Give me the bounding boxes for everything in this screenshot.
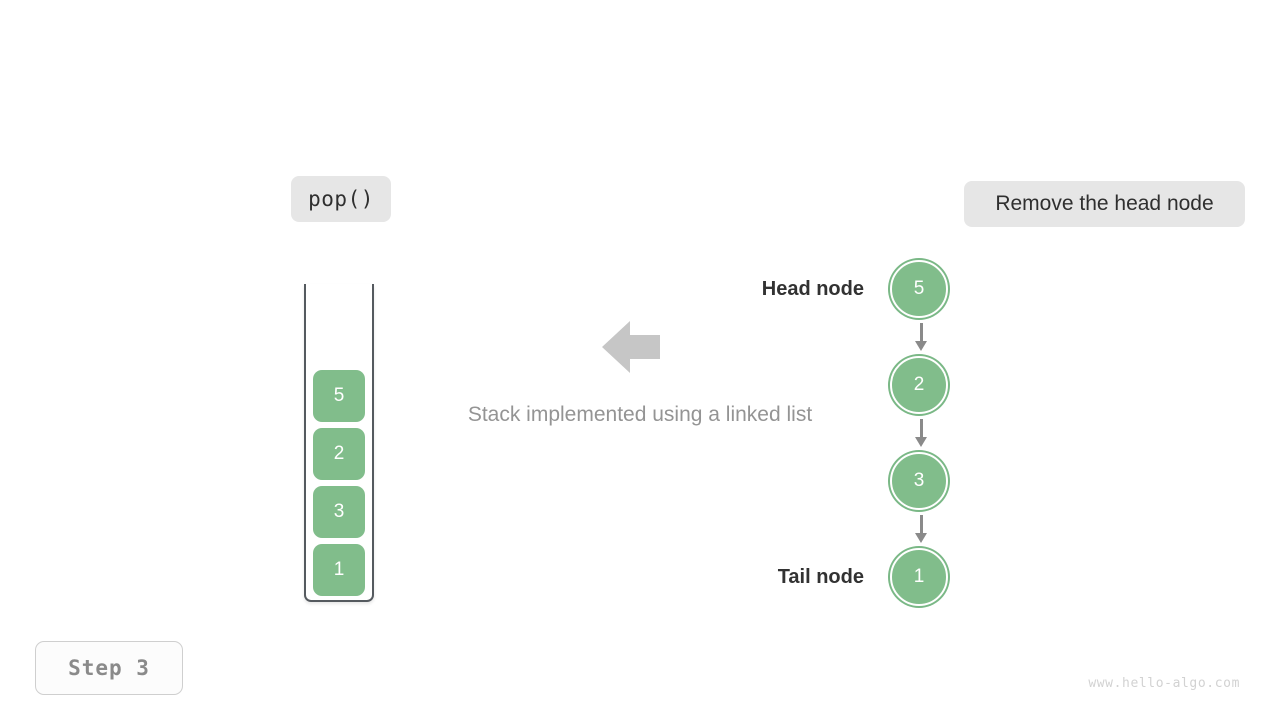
tail-node-label: Tail node [777,565,864,588]
linked-list-node: 3 [760,447,980,515]
link-arrow-icon [915,323,927,351]
linked-list-node: Tail node 1 [760,543,980,611]
node-circle: 5 [890,260,948,318]
action-chip: Remove the head node [964,181,1245,227]
head-node-label: Head node [761,277,864,300]
node-circle: 2 [890,356,948,414]
stack-cell: 1 [313,544,365,596]
step-badge: Step 3 [35,641,183,695]
node-circle: 1 [890,548,948,606]
stack-cell-value: 3 [333,501,345,522]
stack-cell-value: 2 [333,443,345,464]
stack-cell: 2 [313,428,365,480]
linked-list: Head node 5 2 3 [760,255,980,615]
node-circle: 3 [890,452,948,510]
node-value: 1 [913,566,925,587]
watermark: www.hello-algo.com [1088,676,1240,691]
linked-list-node: 2 [760,351,980,419]
stack-cell-value: 1 [333,559,345,580]
stack-cell: 5 [313,370,365,422]
linked-list-node: Head node 5 [760,255,980,323]
step-badge-label: Step 3 [68,656,150,680]
link-arrow-icon [915,419,927,447]
node-value: 3 [913,470,925,491]
stack-items: 1 3 2 5 [304,370,374,596]
node-value: 5 [913,278,925,299]
stack-cell-value: 5 [333,385,345,406]
link-arrow-icon [915,515,927,543]
node-value: 2 [913,374,925,395]
caption-text: Stack implemented using a linked list [467,403,813,426]
operation-chip-label: pop() [308,187,374,211]
stack-cell: 3 [313,486,365,538]
action-chip-label: Remove the head node [995,192,1214,215]
left-arrow-icon [602,321,660,373]
stack-container: 1 3 2 5 [304,284,374,602]
operation-chip: pop() [291,176,391,222]
